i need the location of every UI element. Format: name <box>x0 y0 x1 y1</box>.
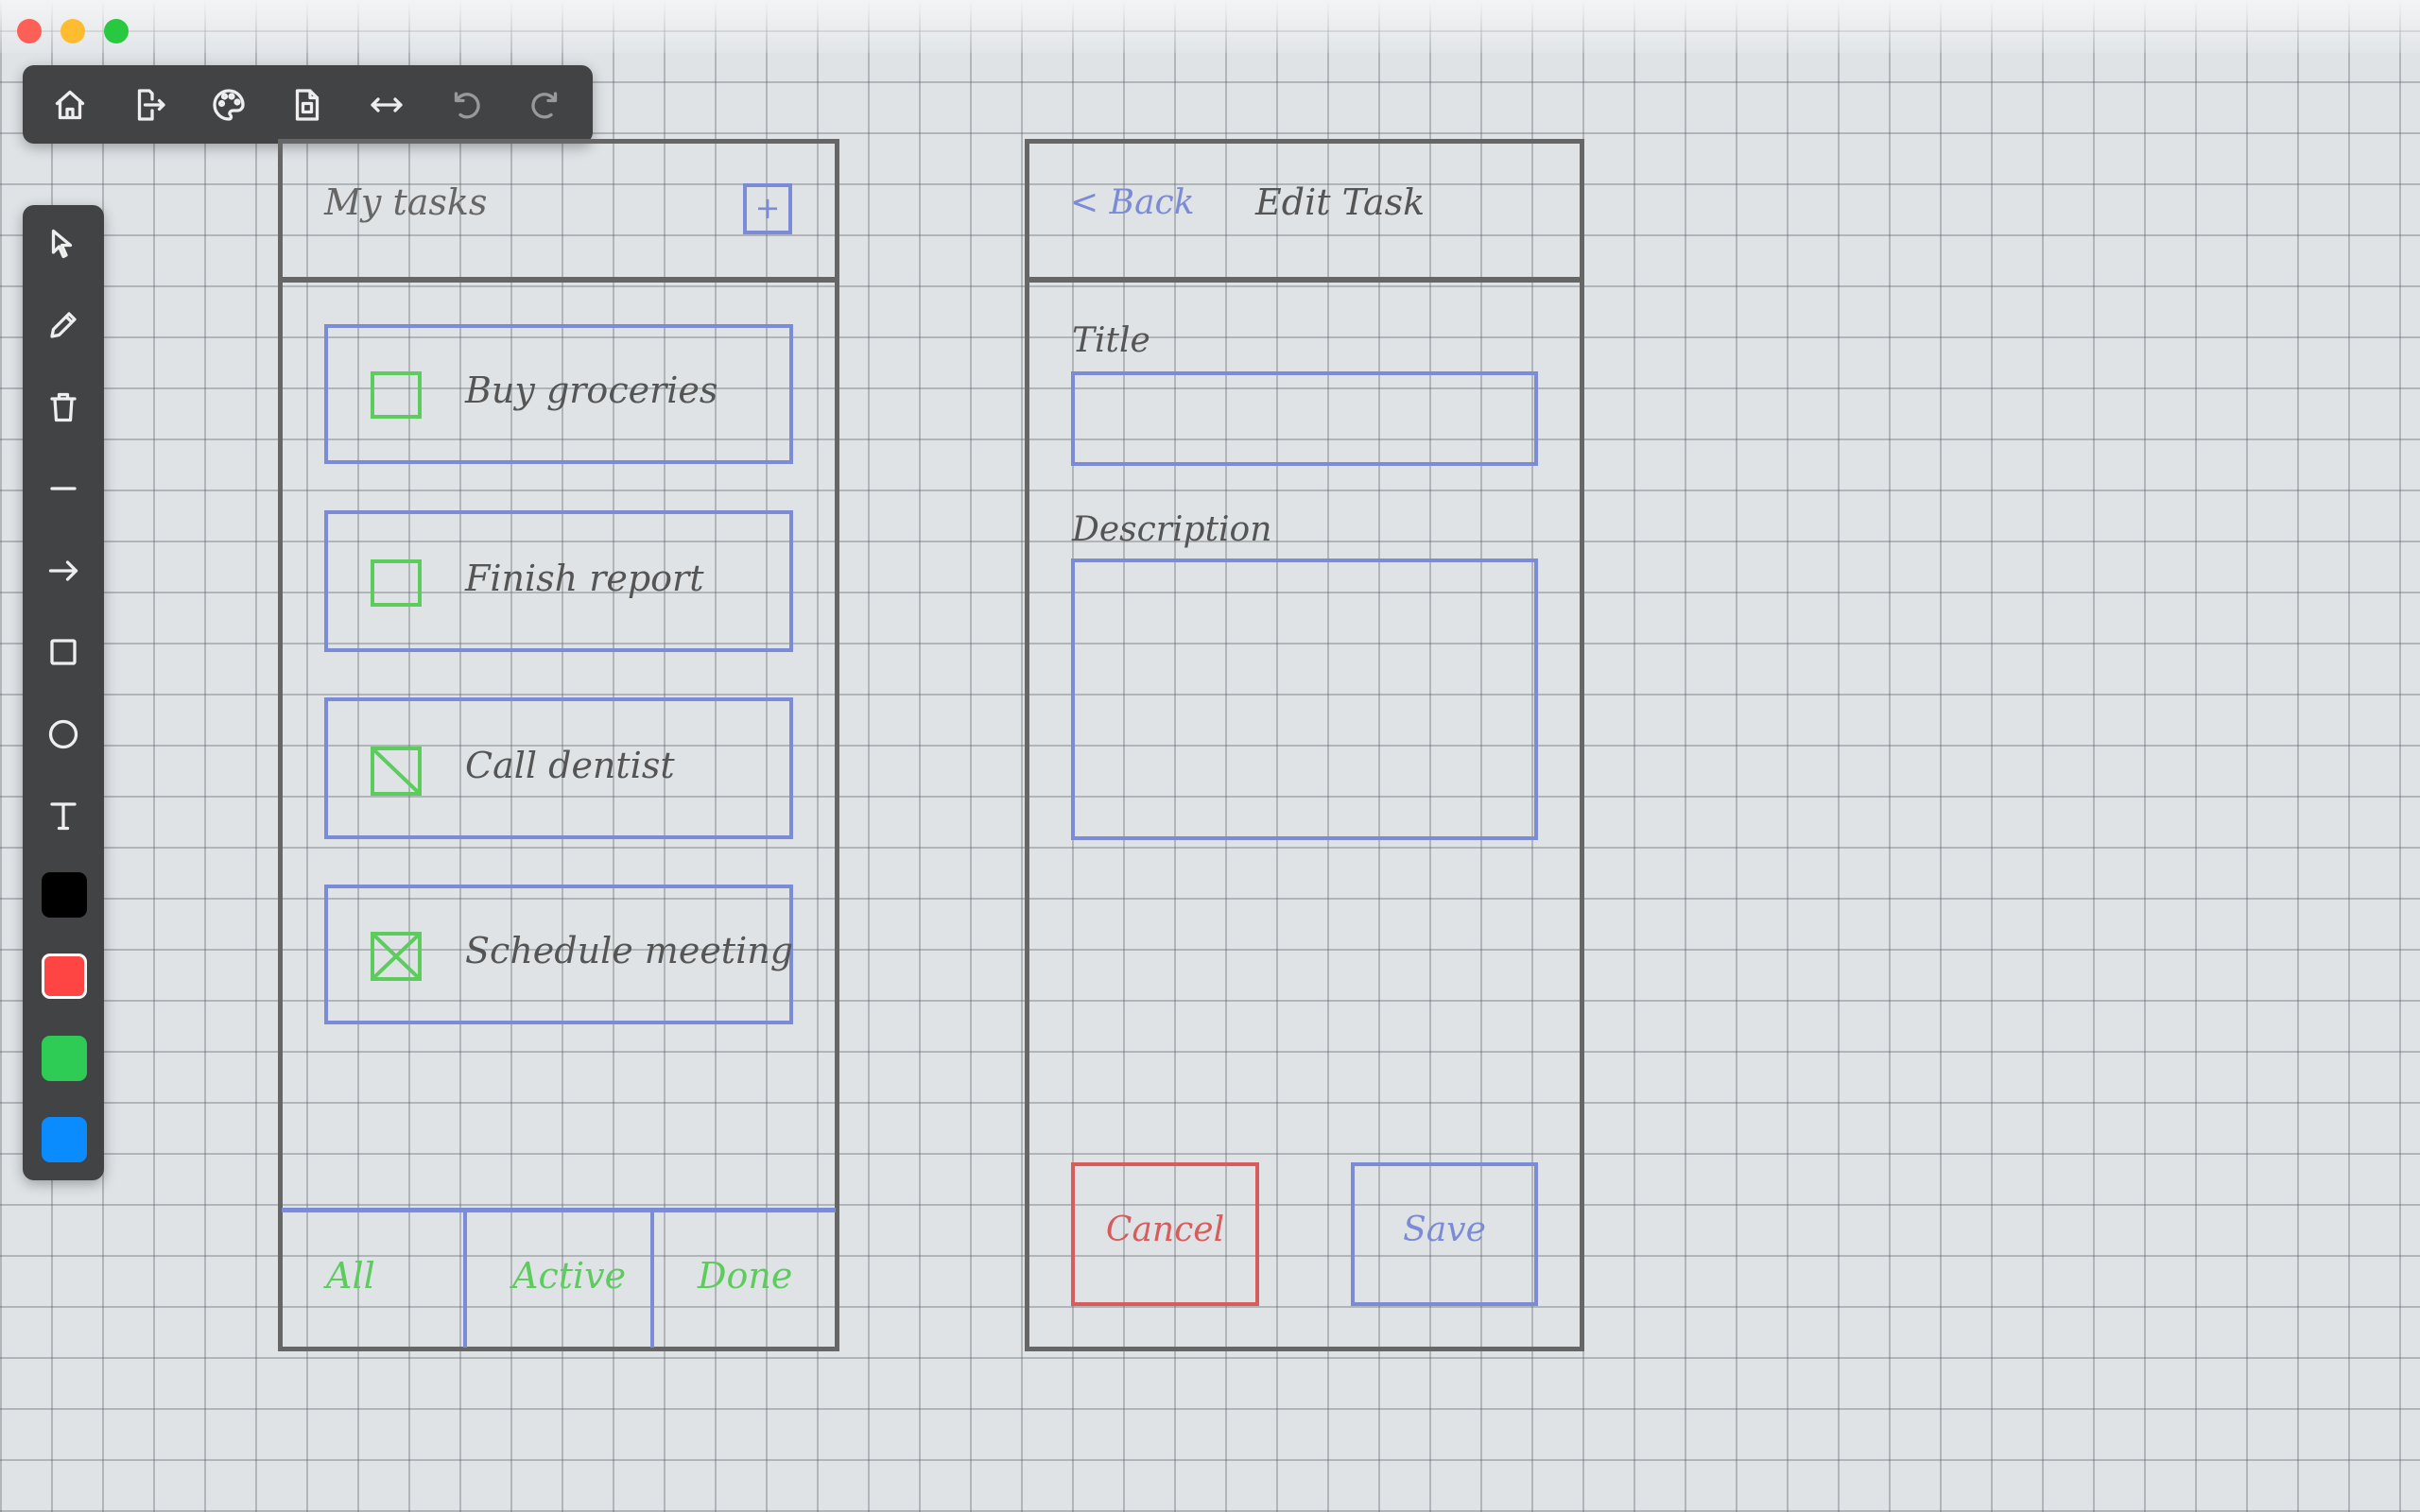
add-task-button[interactable]: + <box>743 183 792 234</box>
edit-task-screen <box>1025 139 1584 1351</box>
home-button[interactable] <box>44 79 95 130</box>
rectangle-icon <box>50 639 77 665</box>
tab-all[interactable]: All <box>326 1255 375 1297</box>
rectangle-tool[interactable] <box>38 627 89 678</box>
partial-check-icon <box>374 750 418 792</box>
close-button[interactable] <box>17 19 42 43</box>
text-tool[interactable] <box>38 790 89 841</box>
text-icon <box>50 802 77 831</box>
title-input[interactable] <box>1071 371 1538 466</box>
task-item[interactable]: Finish report <box>324 510 793 652</box>
pencil-icon <box>50 312 77 338</box>
tab-bar <box>282 1208 836 1212</box>
select-tool[interactable] <box>38 218 89 269</box>
maximize-button[interactable] <box>104 19 129 43</box>
cancel-button[interactable]: Cancel <box>1071 1162 1259 1306</box>
task-checkbox[interactable] <box>371 932 422 981</box>
cursor-icon <box>51 229 73 259</box>
export-icon <box>137 88 165 121</box>
delete-tool[interactable] <box>38 382 89 433</box>
color-green[interactable] <box>42 1036 87 1081</box>
task-label: Buy groceries <box>465 369 718 411</box>
title-label: Title <box>1072 321 1150 360</box>
redo-button[interactable] <box>520 79 571 130</box>
fit-width-button[interactable] <box>361 79 412 130</box>
task-label: Finish report <box>465 558 704 599</box>
undo-button[interactable] <box>441 79 492 130</box>
page-button[interactable] <box>282 79 333 130</box>
description-textarea[interactable] <box>1071 558 1538 840</box>
task-label: Schedule meeting <box>465 930 794 971</box>
home-icon <box>55 90 85 119</box>
tab-done[interactable]: Done <box>698 1255 793 1297</box>
color-black[interactable] <box>42 872 87 918</box>
color-blue[interactable] <box>42 1117 87 1162</box>
arrow-right-icon <box>48 560 78 581</box>
palette-icon <box>213 88 245 121</box>
resize-horizontal-icon <box>371 96 403 112</box>
title-bar <box>0 0 2420 53</box>
pencil-tool[interactable] <box>38 300 89 351</box>
description-label: Description <box>1072 510 1272 549</box>
task-checkbox[interactable] <box>371 371 422 419</box>
check-x-icon <box>374 936 418 977</box>
task-item[interactable]: Call dentist <box>324 697 793 839</box>
ellipse-tool[interactable] <box>38 709 89 760</box>
line-icon <box>50 487 77 490</box>
tool-sidebar <box>23 205 104 1180</box>
theme-button[interactable] <box>203 79 254 130</box>
tab-active[interactable]: Active <box>512 1255 627 1297</box>
color-red[interactable] <box>42 954 87 999</box>
task-item[interactable]: Buy groceries <box>324 324 793 464</box>
trash-icon <box>50 392 77 422</box>
header-divider <box>278 277 839 283</box>
tab-divider <box>650 1210 654 1348</box>
top-toolbar <box>23 65 593 144</box>
undo-icon <box>454 91 480 118</box>
screen-title: Edit Task <box>1255 181 1426 223</box>
redo-icon <box>531 91 558 118</box>
header-divider <box>1025 277 1584 283</box>
tab-divider <box>463 1210 467 1348</box>
back-button[interactable]: < Back <box>1070 183 1195 222</box>
minimize-button[interactable] <box>60 19 85 43</box>
line-tool[interactable] <box>38 463 89 514</box>
task-item[interactable]: Schedule meeting <box>324 885 793 1024</box>
export-button[interactable] <box>124 79 175 130</box>
arrow-tool[interactable] <box>38 545 89 596</box>
circle-icon <box>48 719 78 749</box>
task-checkbox[interactable] <box>371 559 422 607</box>
task-label: Call dentist <box>465 745 675 786</box>
screen-title: My tasks <box>324 181 488 223</box>
task-list-screen <box>278 139 839 1351</box>
task-checkbox[interactable] <box>371 747 422 796</box>
page-icon <box>296 88 320 121</box>
save-button[interactable]: Save <box>1351 1162 1538 1306</box>
